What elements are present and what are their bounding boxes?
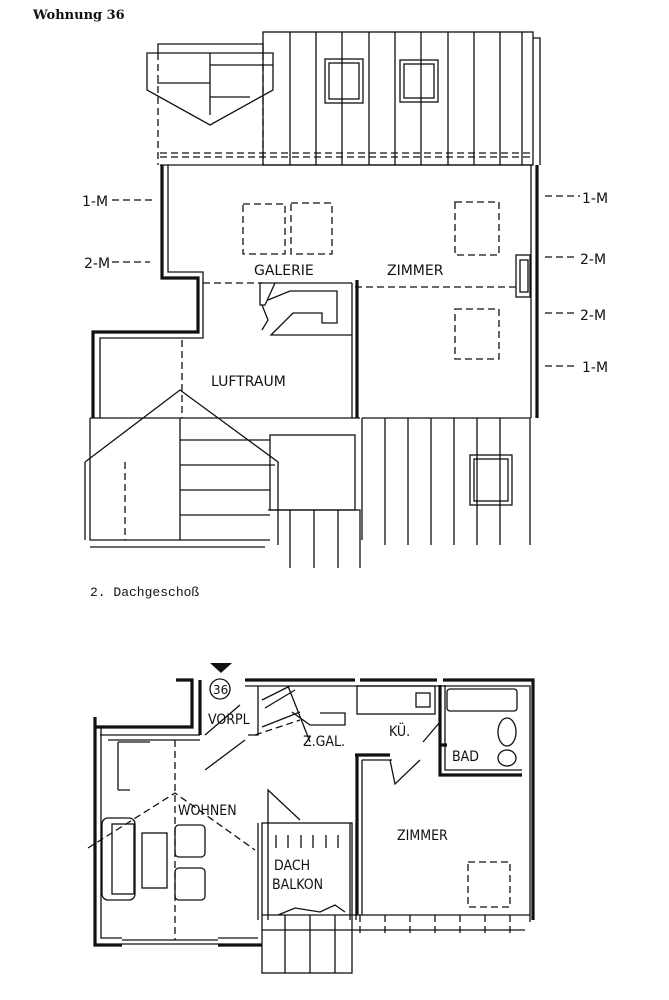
lower-roof bbox=[84, 389, 531, 568]
upper-roof-top bbox=[146, 31, 541, 166]
dashed-skylights bbox=[181, 201, 500, 418]
upper-walls bbox=[91, 164, 539, 418]
room-label-dachbalkon-2: BALKON bbox=[272, 877, 323, 893]
room-label-zimmer-upper: ZIMMER bbox=[387, 263, 444, 279]
dachbalkon bbox=[257, 788, 530, 974]
room-label-vorplatz: VORPL bbox=[208, 712, 250, 728]
entrance-marker bbox=[209, 663, 232, 700]
lower-walls bbox=[93, 678, 535, 947]
skylight-2 bbox=[399, 59, 439, 103]
zimmer-dashed-skylight bbox=[467, 861, 511, 908]
room-label-kueche: KÜ. bbox=[389, 722, 410, 740]
room-label-bad: BAD bbox=[452, 749, 479, 765]
room-label-luftraum: LUFTRAUM bbox=[211, 374, 286, 390]
height-mark-left-1: 1-M bbox=[82, 194, 108, 210]
room-label-galerie: GALERIE bbox=[254, 263, 314, 279]
height-mark-right-4: 1-M bbox=[582, 360, 608, 376]
living-furniture bbox=[87, 740, 256, 940]
room-label-zwischengalerie: Z.GAL. bbox=[303, 734, 345, 750]
unit-number: 36 bbox=[213, 683, 228, 697]
floor-caption: 2. Dachgeschoß bbox=[90, 585, 200, 600]
room-label-dachbalkon-1: DACH bbox=[274, 858, 310, 874]
dormer bbox=[146, 43, 274, 165]
skylight-1 bbox=[324, 58, 364, 104]
height-mark-right-3: 2-M bbox=[580, 308, 606, 324]
height-mark-left-2: 2-M bbox=[84, 256, 110, 272]
height-mark-right-2: 2-M bbox=[580, 252, 606, 268]
height-mark-right-1: 1-M bbox=[582, 191, 608, 207]
room-label-wohnen: WOHNEN bbox=[178, 803, 237, 819]
height-marks bbox=[112, 195, 580, 367]
room-label-zimmer-lower: ZIMMER bbox=[397, 828, 448, 844]
staircase bbox=[259, 282, 352, 336]
apartment-heading: Wohnung 36 bbox=[33, 8, 125, 23]
